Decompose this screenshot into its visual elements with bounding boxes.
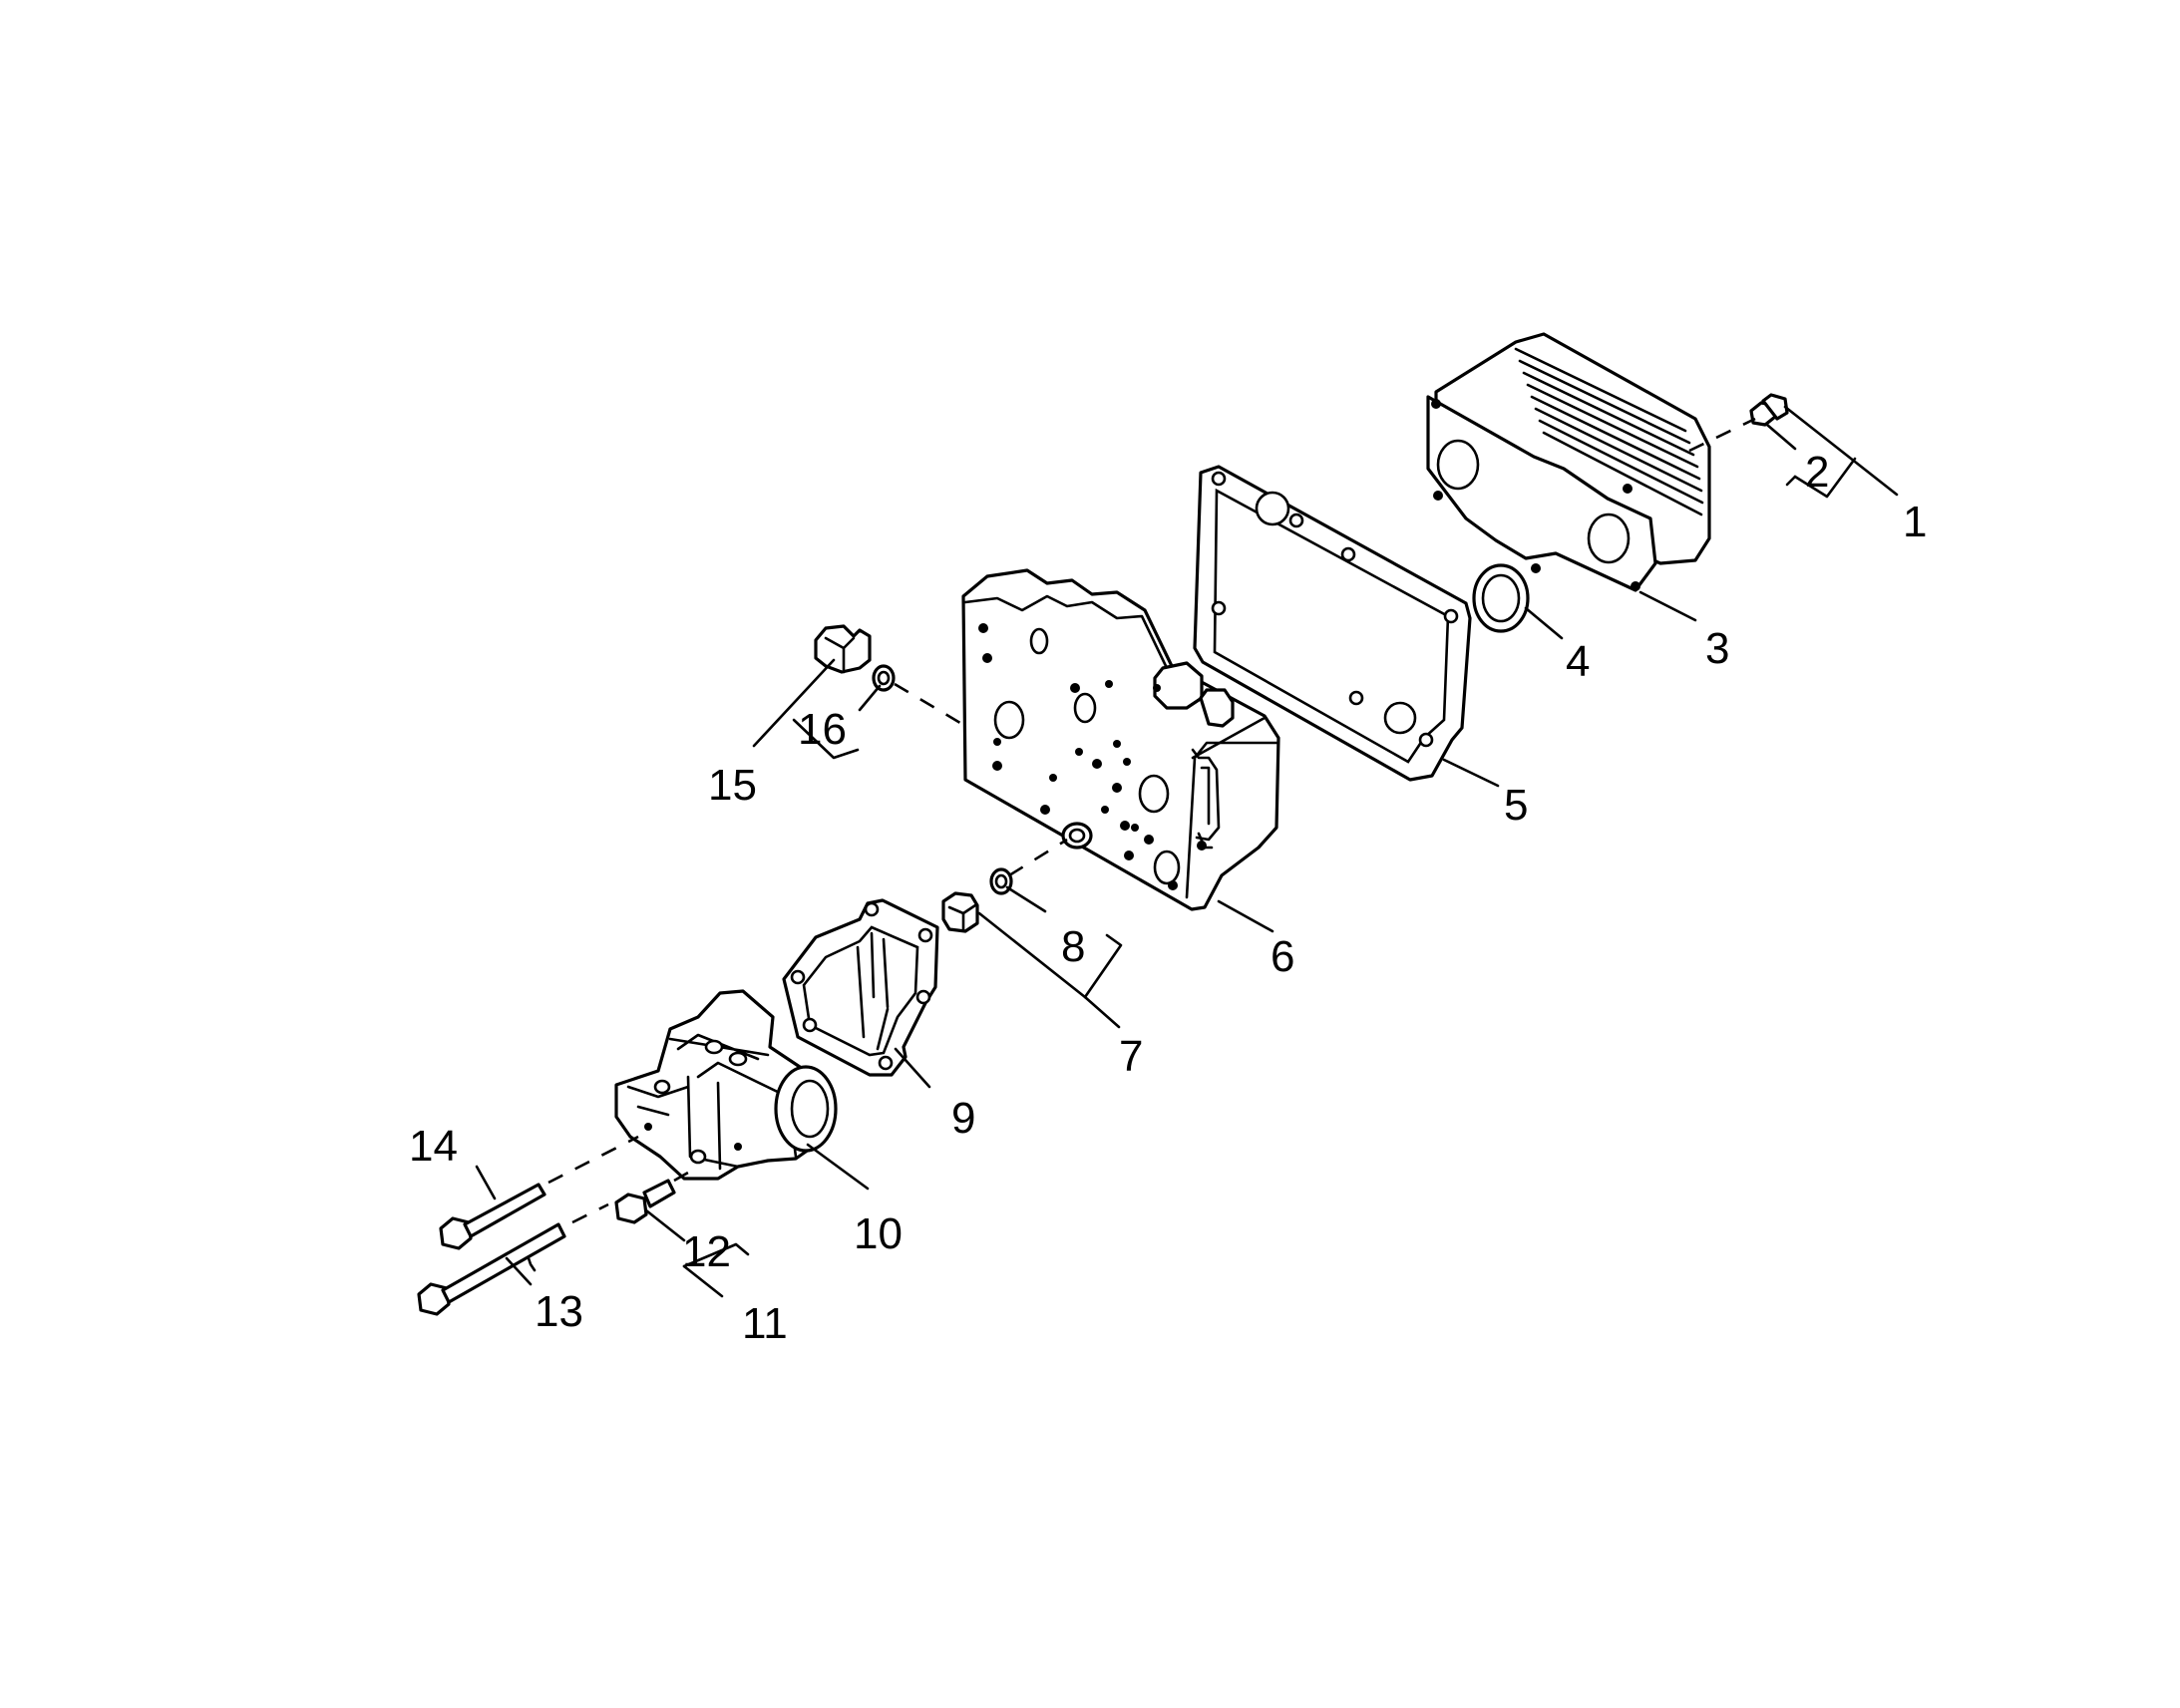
callout-1: 1 (1903, 498, 1927, 546)
callout-15: 15 (708, 761, 757, 810)
long-bolt-lower (417, 1222, 566, 1316)
callout-6: 6 (1271, 932, 1294, 981)
long-bolt-upper (439, 1183, 546, 1250)
callout-13: 13 (535, 1287, 583, 1336)
callout-8: 8 (1061, 922, 1085, 971)
leader-lines (475, 405, 1899, 1298)
cooler-plug-bolt (1749, 393, 1789, 427)
callout-12: 12 (682, 1227, 731, 1276)
oil-cooler-housing (961, 568, 1280, 911)
callout-3: 3 (1705, 624, 1729, 673)
thermostat-housing (614, 989, 838, 1181)
callout-10: 10 (854, 1209, 903, 1258)
housing-plug-upper (814, 624, 896, 692)
thermostat-gasket (782, 898, 939, 1077)
oil-cooler-element (1426, 332, 1711, 592)
short-bolt (614, 1179, 676, 1224)
callout-11: 11 (742, 1299, 788, 1348)
callouts: 1 2 3 4 5 6 7 8 9 10 11 12 13 14 15 16 (409, 448, 1927, 1348)
callout-4: 4 (1566, 637, 1590, 686)
housing-plug-middle (941, 867, 1013, 933)
cooler-gasket (1193, 465, 1472, 782)
assembly-axes (547, 417, 1756, 1224)
callout-2: 2 (1805, 448, 1829, 497)
callout-14: 14 (409, 1122, 458, 1171)
callout-16: 16 (798, 705, 847, 754)
callout-5: 5 (1504, 781, 1528, 830)
cooler-o-ring (1472, 563, 1530, 633)
callout-9: 9 (951, 1094, 975, 1143)
callout-7: 7 (1119, 1032, 1143, 1081)
